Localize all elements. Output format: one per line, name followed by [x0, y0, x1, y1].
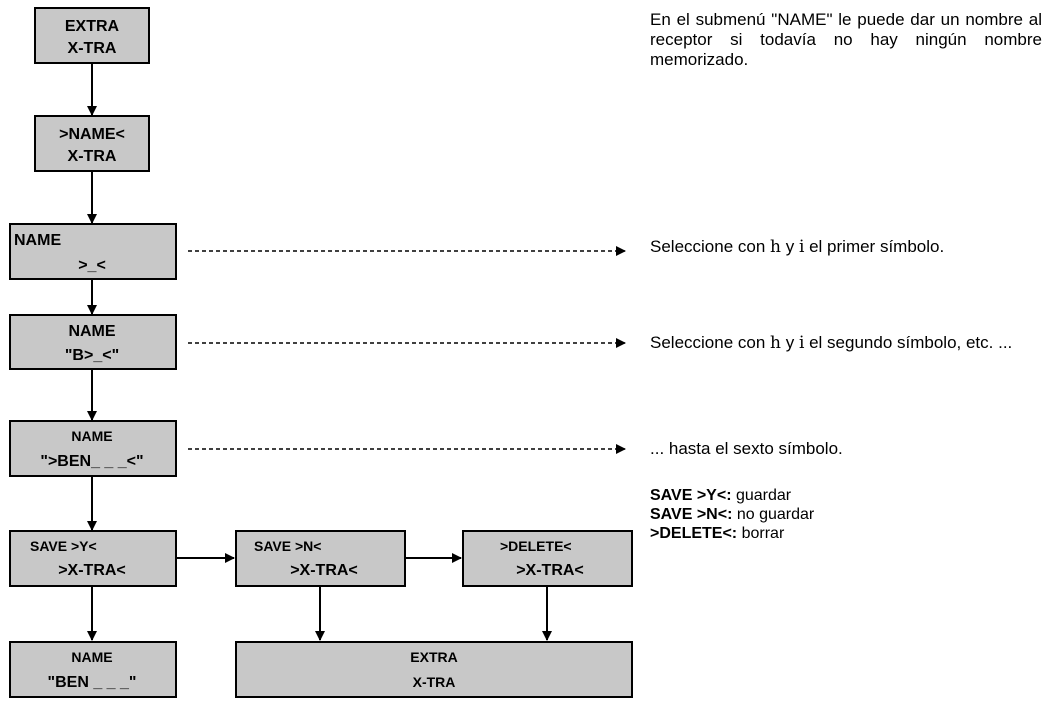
box-save-yes-line1: SAVE >Y<	[30, 538, 97, 554]
box-save-no-line2: >X-TRA<	[290, 562, 358, 579]
legend-save-no: SAVE >N<: no guardar	[650, 505, 814, 524]
legend-save-yes: SAVE >Y<: guardar	[650, 486, 814, 505]
step1-conj: y	[780, 237, 799, 256]
down-key-icon-2: i	[798, 333, 805, 353]
step2-description: Seleccione con h y i el segundo símbolo,…	[650, 333, 1042, 353]
box-extra-line2: X-TRA	[68, 40, 117, 57]
box-name-result: NAME "BEN _ _ _"	[9, 641, 177, 698]
box-extra-line1: EXTRA	[65, 18, 120, 35]
save-options-legend: SAVE >Y<: guardar SAVE >N<: no guardar >…	[650, 486, 814, 543]
box-name-sixth-line1: NAME	[71, 428, 112, 444]
legend-save-no-key: SAVE >N<:	[650, 506, 733, 523]
step1-prefix: Seleccione con	[650, 237, 771, 256]
box-name-menu-line1: >NAME<	[59, 126, 125, 143]
step1-suffix: el primer símbolo.	[804, 237, 945, 256]
step2-prefix: Seleccione con	[650, 333, 771, 352]
step3-description: ... hasta el sexto símbolo.	[650, 439, 843, 458]
box-delete: >DELETE< >X-TRA<	[462, 530, 633, 587]
box-name-first-line2: >_<	[78, 257, 106, 274]
legend-save-yes-key: SAVE >Y<:	[650, 487, 732, 504]
box-name-first-symbol: NAME >_<	[9, 223, 177, 280]
box-name-second-line2: "B>_<"	[65, 347, 119, 364]
box-extra: EXTRA X-TRA	[34, 7, 150, 64]
box-extra-result-line2: X-TRA	[413, 674, 456, 690]
box-name-result-line2: "BEN _ _ _"	[48, 674, 137, 691]
legend-delete: >DELETE<: borrar	[650, 524, 814, 543]
box-name-sixth-line2: ">BEN_ _ _<"	[40, 453, 143, 470]
step2-suffix: el segundo símbolo, etc. ...	[804, 333, 1013, 352]
step2-conj: y	[780, 333, 799, 352]
up-key-icon: h	[770, 237, 781, 257]
legend-delete-text: borrar	[737, 525, 785, 542]
box-extra-result-line1: EXTRA	[410, 649, 457, 665]
down-key-icon: i	[798, 237, 805, 257]
box-name-first-line1: NAME	[14, 232, 61, 249]
box-name-menu: >NAME< X-TRA	[34, 115, 150, 172]
box-extra-result: EXTRA X-TRA	[235, 641, 633, 698]
intro-description: En el submenú "NAME" le puede dar un nom…	[650, 10, 1042, 69]
box-delete-line2: >X-TRA<	[516, 562, 584, 579]
legend-save-yes-text: guardar	[731, 487, 792, 504]
up-key-icon-2: h	[770, 333, 781, 353]
box-name-menu-line2: X-TRA	[68, 148, 117, 165]
box-save-yes: SAVE >Y< >X-TRA<	[9, 530, 177, 587]
box-name-sixth-symbol: NAME ">BEN_ _ _<"	[9, 420, 177, 477]
step1-description: Seleccione con h y i el primer símbolo.	[650, 237, 1042, 257]
legend-save-no-text: no guardar	[732, 506, 815, 523]
box-save-no: SAVE >N< >X-TRA<	[235, 530, 406, 587]
box-name-second-line1: NAME	[68, 323, 115, 340]
box-name-second-symbol: NAME "B>_<"	[9, 314, 177, 370]
legend-delete-key: >DELETE<:	[650, 525, 738, 542]
box-save-no-line1: SAVE >N<	[254, 538, 321, 554]
box-save-yes-line2: >X-TRA<	[58, 562, 126, 579]
box-name-result-line1: NAME	[71, 649, 112, 665]
box-delete-line1: >DELETE<	[500, 538, 572, 554]
